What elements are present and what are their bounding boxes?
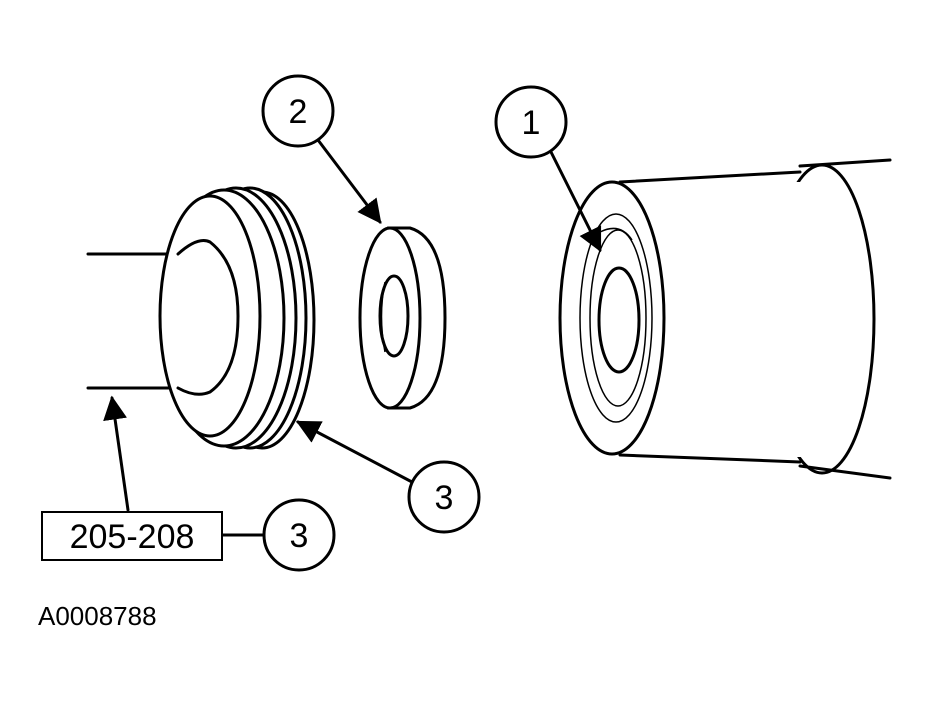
callout-2-label: 2	[289, 93, 308, 131]
seal-washer	[358, 226, 447, 410]
installer-tool	[86, 186, 316, 450]
callout-2: 2	[261, 74, 335, 148]
callout-3a-label: 3	[435, 479, 454, 517]
callout-1: 1	[494, 85, 568, 159]
callout-3b-label: 3	[290, 517, 309, 555]
leader-2	[316, 138, 382, 224]
tool-number-box: 205-208	[41, 511, 223, 561]
callout-3b: 3	[262, 498, 336, 572]
leader-3a	[295, 420, 414, 484]
callout-1-label: 1	[522, 104, 541, 142]
leader-tool	[103, 395, 130, 512]
tool-number-label: 205-208	[70, 518, 195, 556]
figure-id: A0008788	[38, 601, 157, 631]
leader-1	[548, 148, 602, 253]
housing-assembly	[558, 158, 892, 480]
callout-3a: 3	[407, 460, 481, 534]
